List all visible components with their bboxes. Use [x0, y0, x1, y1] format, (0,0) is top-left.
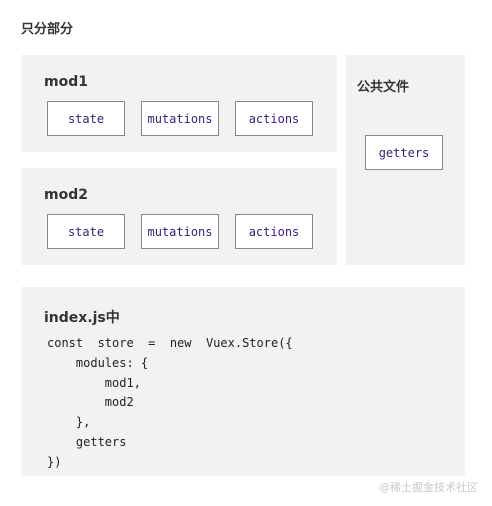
- module-panel-mod1: mod1 state mutations actions: [21, 55, 337, 152]
- code-block: const store = new Vuex.Store({ modules: …: [47, 334, 293, 473]
- module-title: mod1: [44, 74, 88, 90]
- index-panel: index.js中 const store = new Vuex.Store({…: [21, 287, 465, 476]
- module-title: mod2: [44, 187, 88, 203]
- code-line: },: [47, 415, 91, 430]
- mutations-box: mutations: [141, 214, 219, 249]
- code-line: modules: {: [47, 355, 149, 370]
- index-title: index.js中: [44, 310, 120, 326]
- watermark: @稀土掘金技术社区: [379, 481, 478, 494]
- code-line: mod1,: [47, 375, 141, 390]
- state-box: state: [47, 101, 125, 136]
- shared-panel: 公共文件 getters: [346, 55, 465, 265]
- state-box: state: [47, 214, 125, 249]
- code-line: getters: [47, 434, 127, 449]
- code-line: }): [47, 454, 62, 469]
- code-line: mod2: [47, 395, 134, 410]
- actions-box: actions: [235, 214, 313, 249]
- getters-box: getters: [365, 135, 443, 170]
- code-line: const store = new Vuex.Store({: [47, 336, 293, 350]
- page-title: 只分部分: [21, 22, 74, 37]
- actions-box: actions: [235, 101, 313, 136]
- module-panel-mod2: mod2 state mutations actions: [21, 168, 337, 265]
- mutations-box: mutations: [141, 101, 219, 136]
- shared-title: 公共文件: [357, 80, 410, 95]
